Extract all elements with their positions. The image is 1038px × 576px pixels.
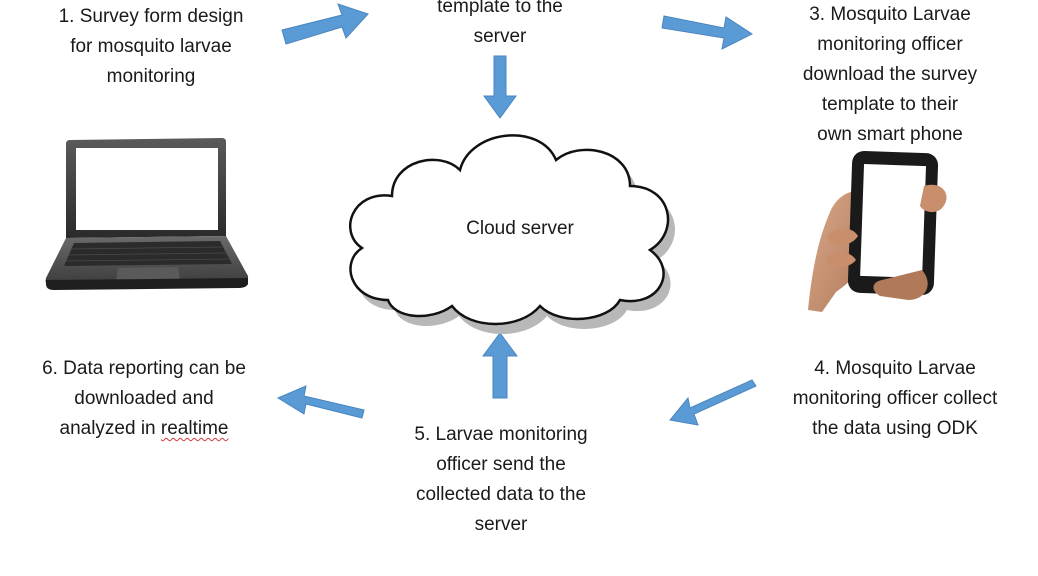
- step5-text: 5. Larvae monitoring officer send the co…: [414, 424, 588, 535]
- arrow-step1-to-step2: [281, 3, 369, 45]
- step6-line3-start: analyzed in: [59, 418, 161, 439]
- step6-realtime-word: realtime: [160, 418, 229, 439]
- step6-line2: downloaded and: [74, 388, 214, 409]
- step1-text: 1. Survey form design for mosquito larva…: [58, 6, 244, 87]
- arrow-step5-up-to-cloud: [482, 332, 518, 399]
- cloud-icon: [349, 134, 676, 334]
- laptop-icon: [45, 138, 249, 290]
- arrow-step2-to-step3: [661, 15, 754, 50]
- arrow-server-down: [483, 55, 517, 119]
- step6-line1: 6. Data reporting can be: [42, 358, 246, 379]
- cloud-server-label: Cloud server: [466, 218, 574, 239]
- arrow-step4-to-step5: [669, 379, 757, 426]
- arrow-step5-to-step6: [276, 385, 365, 419]
- step3-text: 3. Mosquito Larvae monitoring officer do…: [802, 4, 978, 145]
- smartphone-in-hand-icon: [808, 150, 947, 312]
- step4-text: 4. Mosquito Larvae monitoring officer co…: [792, 358, 998, 439]
- step6-line3: analyzed in realtime: [10, 414, 278, 444]
- step2-text: template to the server: [437, 0, 563, 47]
- step6-text: 6. Data reporting can be downloaded and …: [10, 354, 278, 444]
